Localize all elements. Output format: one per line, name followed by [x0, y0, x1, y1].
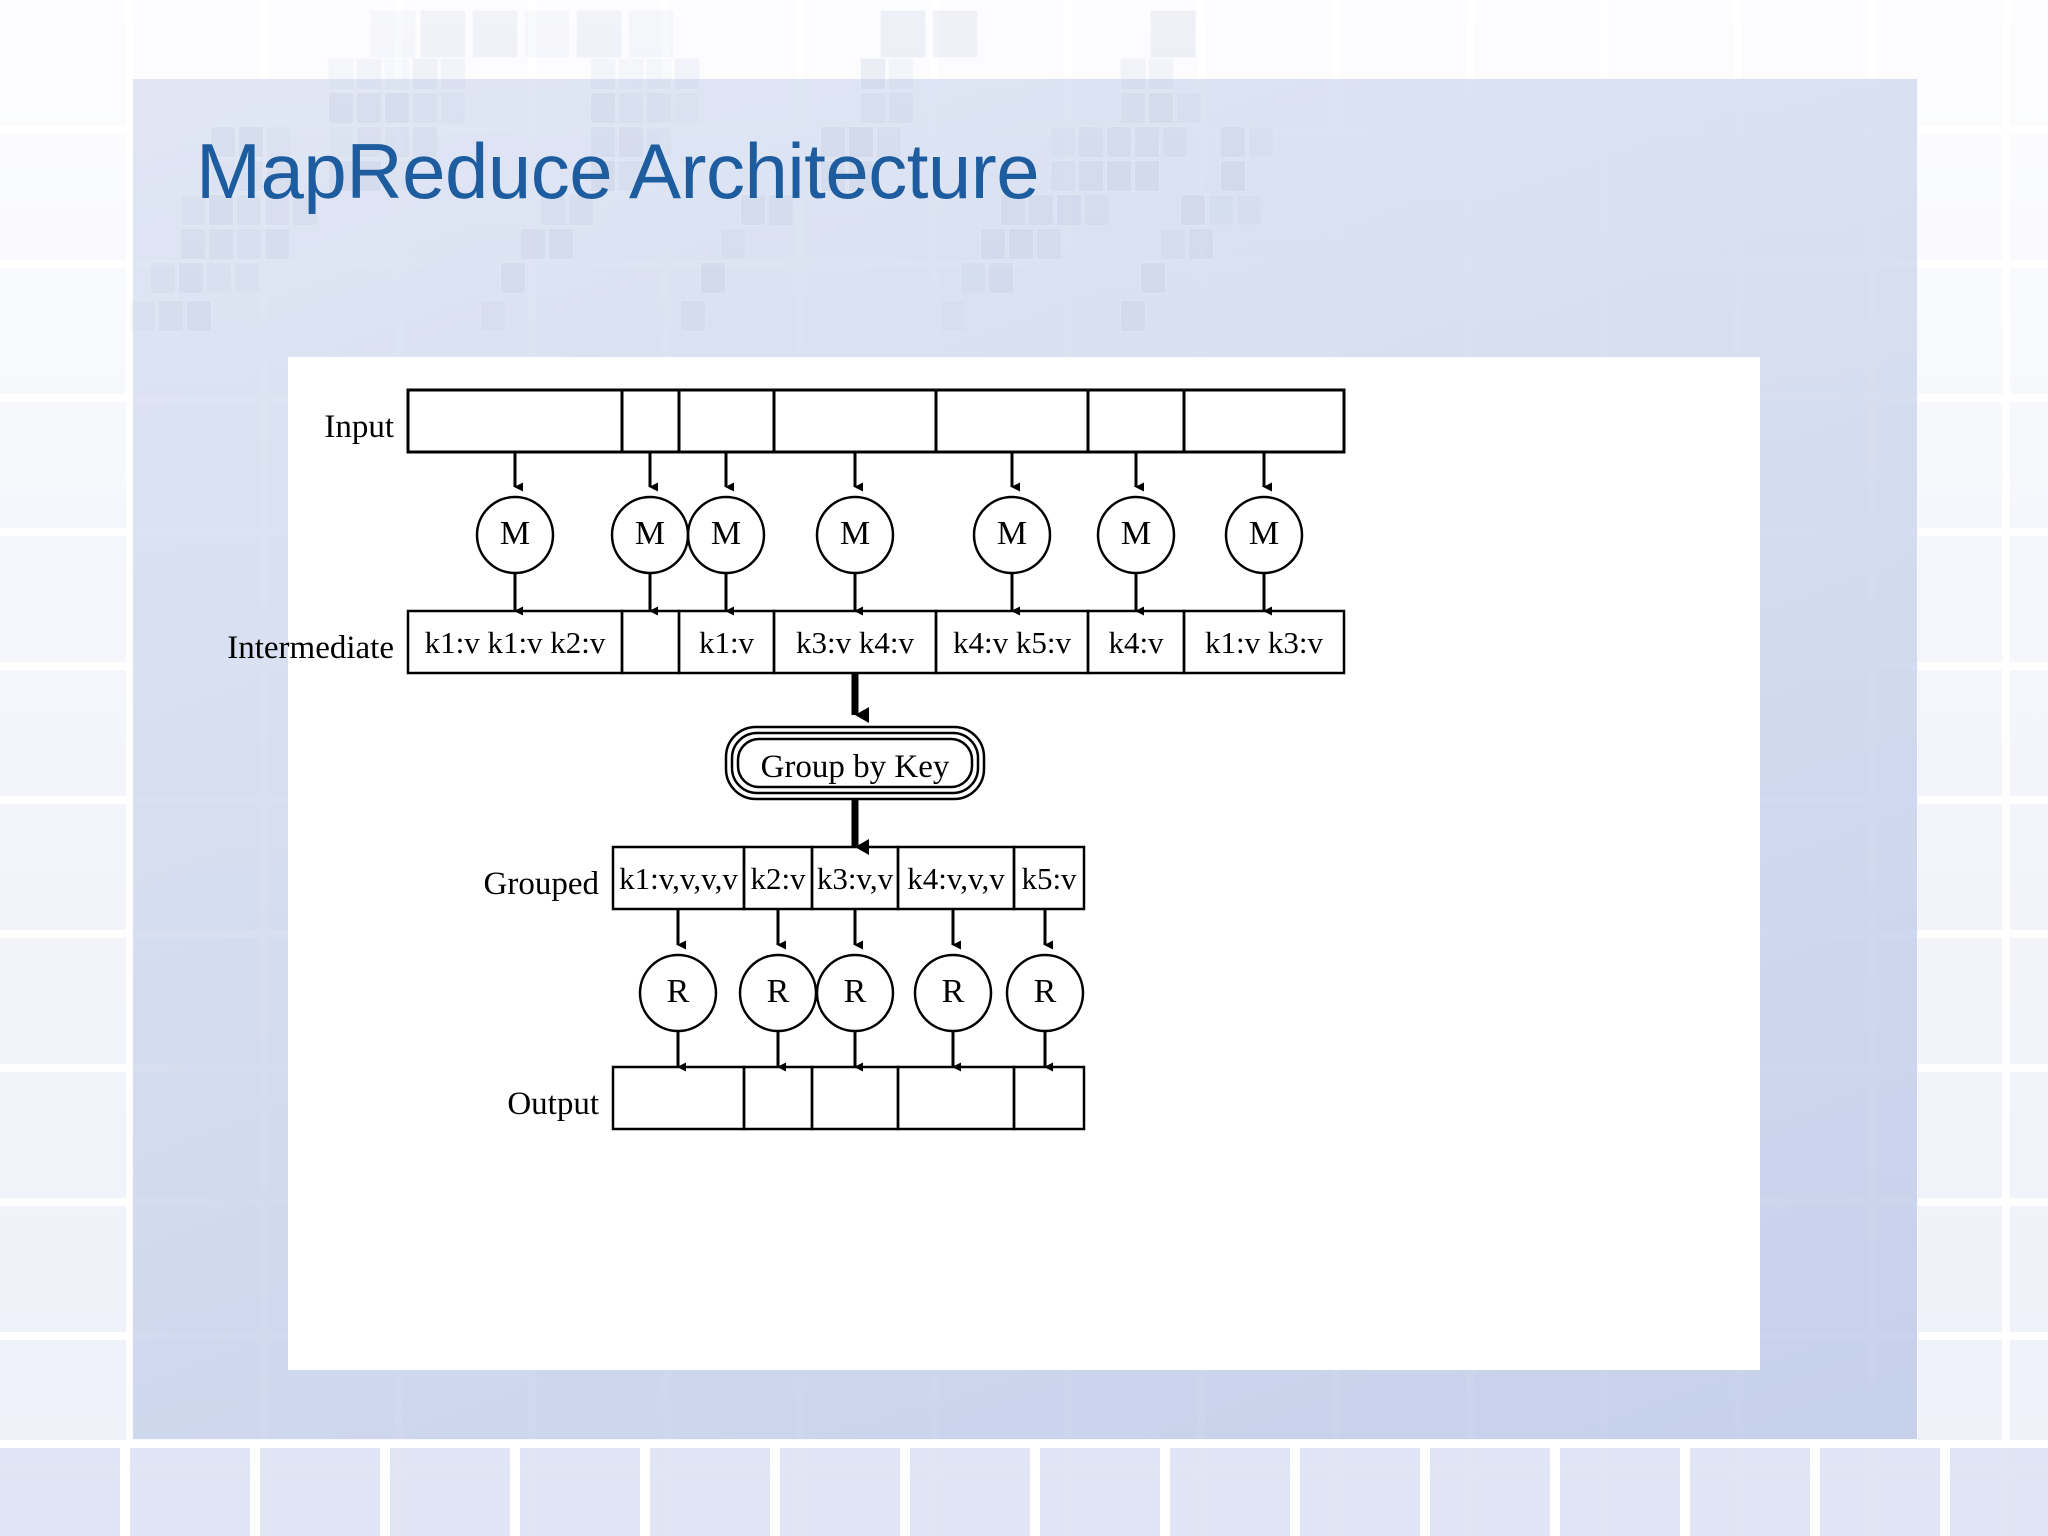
bottom-divider-rule: [0, 1440, 2048, 1448]
reducer-node-4: R: [915, 975, 991, 1009]
reducer-node-5: R: [1007, 975, 1083, 1009]
row-label-grouped: Grouped: [413, 866, 599, 903]
grouped-cell-4: k4:v,v,v: [898, 863, 1014, 894]
intermediate-cell-7: k1:v k3:v: [1184, 627, 1344, 658]
decorative-cube: [1150, 10, 1196, 58]
bottom-band-grid: [0, 1448, 2048, 1536]
grouped-cell-2: k2:v: [744, 863, 812, 894]
mapper-node-6: M: [1098, 517, 1174, 551]
row-label-input: Input: [288, 409, 394, 446]
grouped-cell-3: k3:v,v: [812, 863, 898, 894]
intermediate-cell-1: k1:v k1:v k2:v: [408, 627, 622, 658]
decorative-cube: [524, 10, 570, 58]
decorative-cube: [472, 10, 518, 58]
decorative-cube: [576, 10, 622, 58]
decorative-cube: [880, 10, 926, 58]
decorative-cube: [420, 10, 466, 58]
reducer-node-1: R: [640, 975, 716, 1009]
mapper-node-4: M: [817, 517, 893, 551]
row-label-intermediate: Intermediate: [208, 630, 394, 667]
row-label-output: Output: [413, 1086, 599, 1123]
page-title: MapReduce Architecture: [196, 132, 1039, 210]
mapper-node-2: M: [612, 517, 688, 551]
decorative-cube: [370, 10, 416, 58]
grouped-cell-5: k5:v: [1014, 863, 1084, 894]
grouped-cell-1: k1:v,v,v,v: [613, 863, 744, 894]
intermediate-cell-4: k3:v k4:v: [774, 627, 936, 658]
mapper-node-3: M: [688, 517, 764, 551]
decorative-cube: [932, 10, 978, 58]
mapreduce-diagram-panel: Input Intermediate Grouped Output k1:v k…: [288, 357, 1760, 1370]
reducer-node-2: R: [740, 975, 816, 1009]
reducer-node-3: R: [817, 975, 893, 1009]
mapper-node-5: M: [974, 517, 1050, 551]
decorative-cube: [628, 10, 674, 58]
intermediate-cell-5: k4:v k5:v: [936, 627, 1088, 658]
intermediate-cell-3: k1:v: [679, 627, 774, 658]
intermediate-cell-6: k4:v: [1088, 627, 1184, 658]
group-by-key-label: Group by Key: [738, 749, 972, 786]
mapper-node-7: M: [1226, 517, 1302, 551]
mapper-node-1: M: [477, 517, 553, 551]
